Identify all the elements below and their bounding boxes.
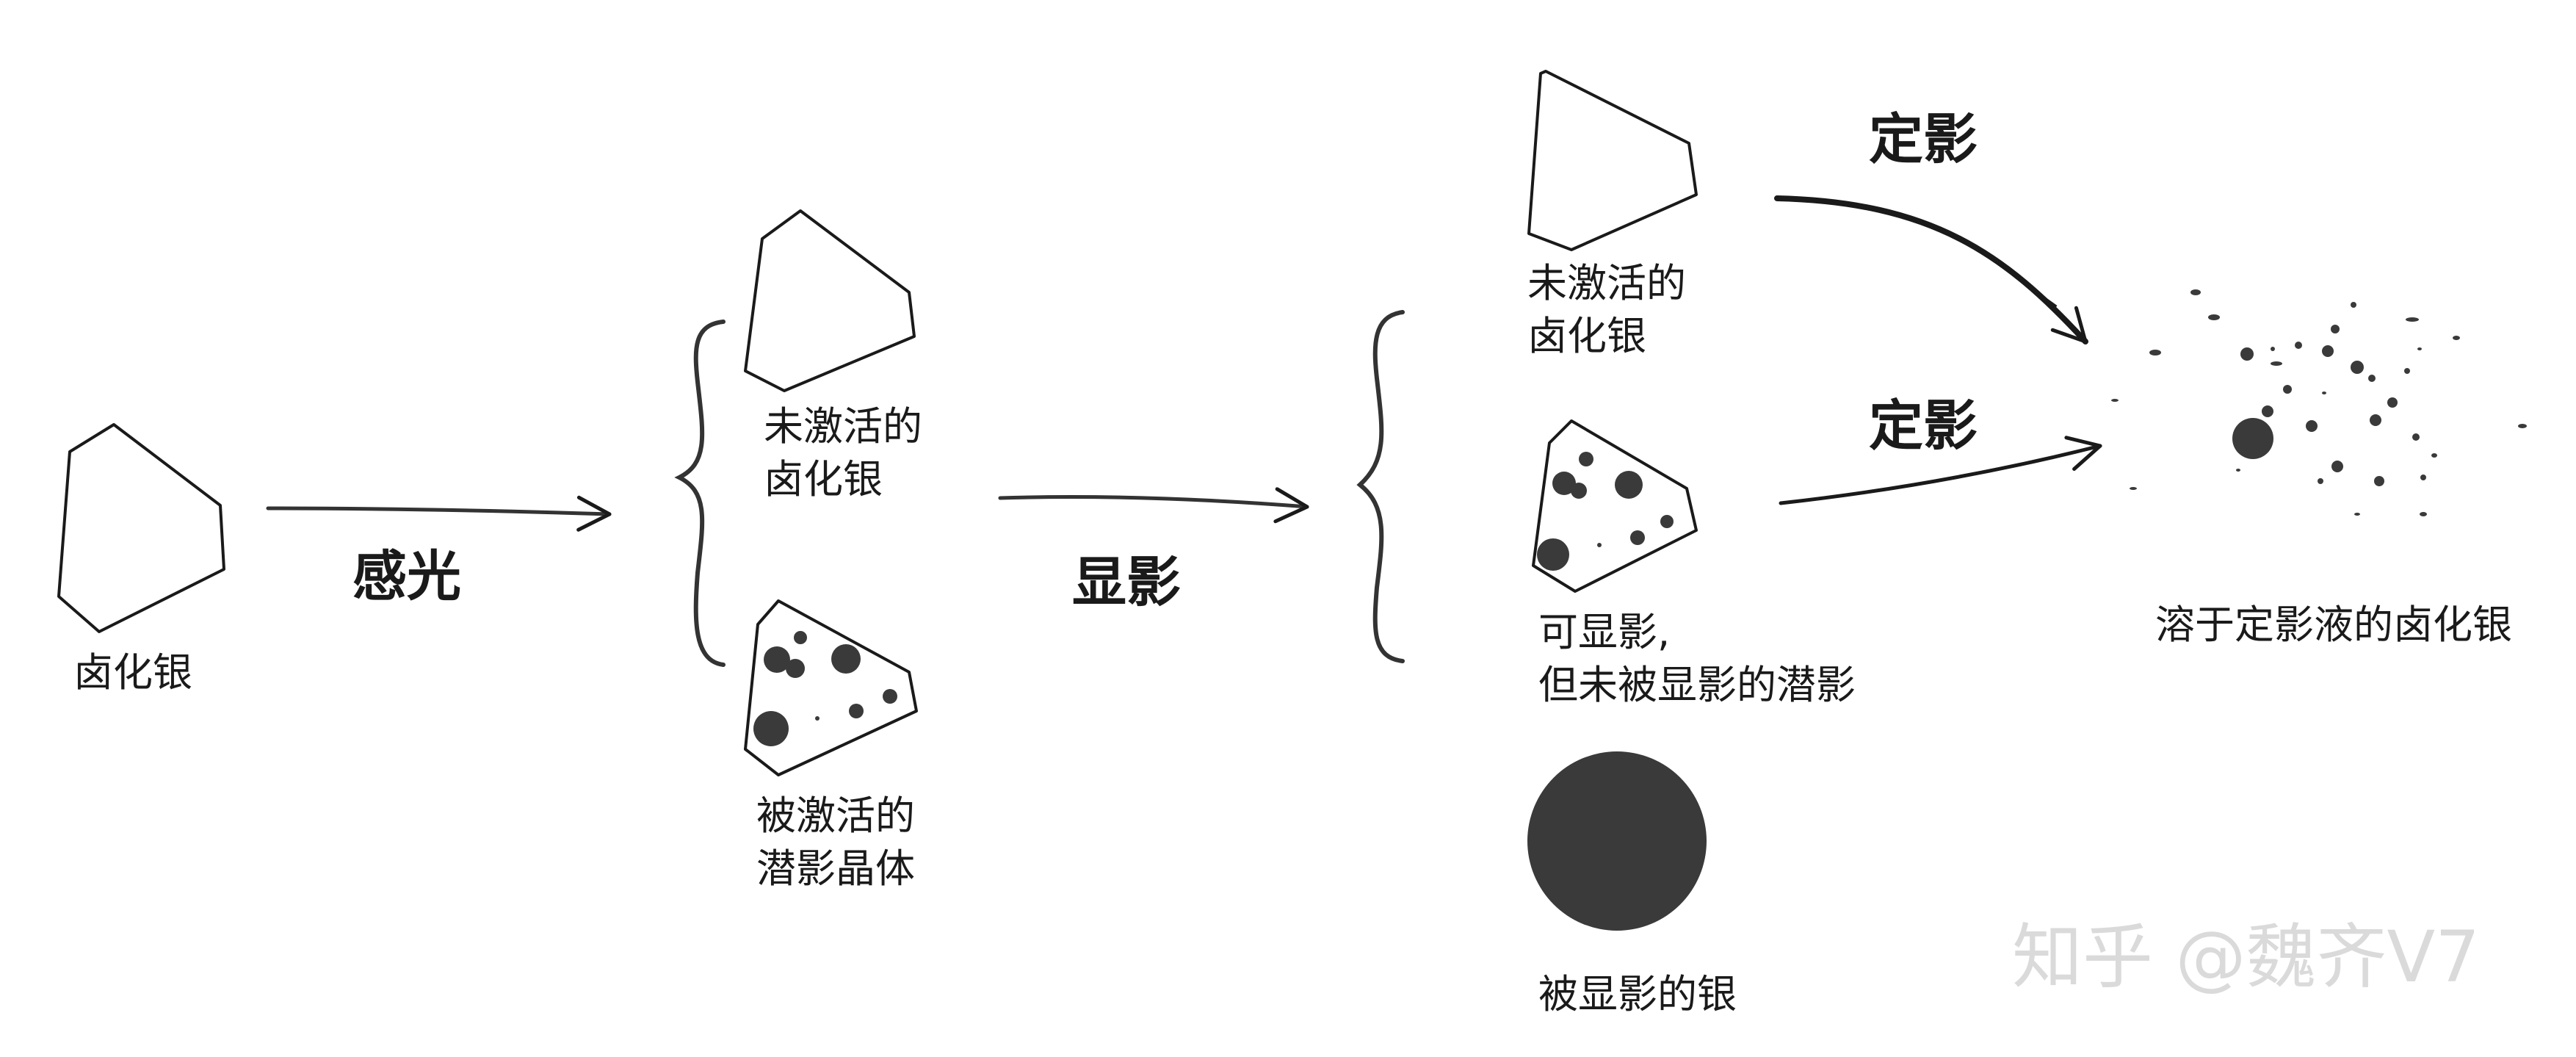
brace-2 bbox=[1356, 310, 1405, 663]
fixing-arrow-upper bbox=[1774, 195, 2088, 344]
label-line: 可显影, bbox=[1538, 609, 1671, 655]
watermark: 知乎 @魏齐V7 bbox=[2012, 916, 2481, 998]
label-activated-latent: 被激活的 潜影晶体 bbox=[756, 790, 915, 895]
label-silver-halide: 卤化银 bbox=[73, 649, 192, 696]
fixing-arrow-lower bbox=[1779, 444, 2102, 505]
brace-1 bbox=[674, 320, 726, 667]
label-inactive-halide-3: 未激活的 卤化银 bbox=[1527, 257, 1686, 363]
label-line: 未激活的 bbox=[1527, 260, 1686, 306]
development-arrow bbox=[998, 495, 1309, 509]
label-line: 但未被显影的潜影 bbox=[1538, 662, 1856, 708]
label-fixing-lower: 定影 bbox=[1869, 394, 1978, 458]
latent-image-crystal bbox=[744, 599, 918, 776]
label-developed-silver: 被显影的银 bbox=[1538, 971, 1737, 1017]
label-developable-latent: 可显影, 但未被显影的潜影 bbox=[1538, 606, 1856, 712]
label-line: 卤化银 bbox=[1527, 313, 1646, 359]
label-line: 被激活的 bbox=[756, 793, 915, 839]
label-line: 卤化银 bbox=[764, 456, 883, 502]
dissolved-halide-particles bbox=[2111, 289, 2527, 516]
label-inactive-halide-2: 未激活的 卤化银 bbox=[764, 400, 922, 506]
exposure-arrow bbox=[266, 506, 612, 516]
inactive-crystal-2 bbox=[744, 209, 916, 392]
label-dissolved-halide: 溶于定影液的卤化银 bbox=[2155, 602, 2512, 648]
label-exposure: 感光 bbox=[352, 545, 461, 608]
label-development: 显影 bbox=[1072, 551, 1181, 614]
label-line: 潜影晶体 bbox=[756, 845, 915, 892]
developable-latent-crystal bbox=[1532, 419, 1698, 593]
inactive-crystal-3 bbox=[1527, 70, 1698, 251]
label-line: 未激活的 bbox=[764, 403, 922, 450]
label-fixing-upper: 定影 bbox=[1869, 108, 1978, 171]
silver-halide-crystal bbox=[57, 423, 225, 633]
developed-silver-disc bbox=[1527, 751, 1707, 931]
